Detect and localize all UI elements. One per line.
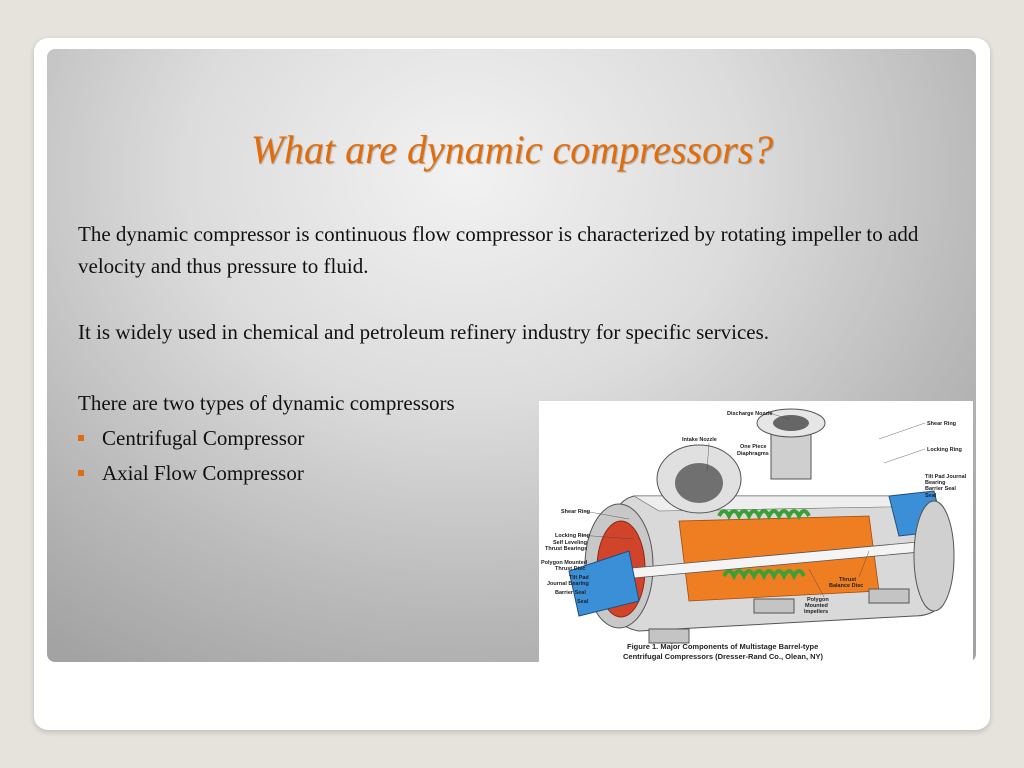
label-shear-ring: Shear Ring: [561, 509, 590, 515]
square-bullet-icon: [78, 435, 84, 442]
label-seal: Seal: [577, 599, 589, 605]
figure-caption-line2: Centrifugal Compressors (Dresser-Rand Co…: [623, 652, 824, 661]
label-barrier-seal: Barrier Seal: [925, 486, 956, 492]
label-locking-ring: Locking Ring: [927, 447, 962, 453]
label-tilt-pad: Tilt Pad: [569, 575, 589, 581]
label-locking-ring: Locking Ring: [555, 533, 590, 539]
figure-caption-line1: Figure 1. Major Components of Multistage…: [627, 642, 818, 651]
label-one-piece: One Piece: [740, 444, 767, 450]
label-thrust-bearings: Thrust Bearings: [545, 546, 587, 552]
label-journal-bearing: Journal Bearing: [547, 581, 589, 587]
label-impellers: Impellers: [804, 609, 828, 615]
label-bearing: Bearing: [925, 480, 945, 486]
label-balance-disc: Balance Disc: [829, 583, 863, 589]
paragraph-definition: The dynamic compressor is continuous flo…: [78, 222, 919, 278]
compressor-figure: Discharge Nozzle Shear Ring Intake Nozzl…: [539, 401, 973, 663]
bullet-text: Axial Flow Compressor: [102, 461, 304, 485]
label-barrier-seal: Barrier Seal: [555, 590, 586, 596]
label-thrust-disc: Thrust Disc: [555, 566, 585, 572]
figure-labels: Discharge Nozzle Shear Ring Intake Nozzl…: [541, 411, 967, 615]
bullet-item: Axial Flow Compressor: [78, 457, 304, 489]
label-thrust: Thrust: [839, 577, 856, 583]
label-polygon: Polygon: [807, 597, 829, 603]
label-diaphragms: Diaphragms: [737, 451, 769, 457]
paragraph-usage: It is widely used in chemical and petrol…: [78, 320, 770, 344]
label-shear-ring: Shear Ring: [927, 421, 956, 427]
label-intake-nozzle: Intake Nozzle: [682, 437, 717, 443]
square-bullet-icon: [78, 470, 84, 477]
label-seal: Seal: [925, 493, 937, 499]
label-discharge-nozzle: Discharge Nozzle: [727, 411, 773, 417]
paragraph-types-intro: There are two types of dynamic compresso…: [78, 391, 455, 415]
slide-title: What are dynamic compressors?: [250, 127, 774, 172]
bullet-text: Centrifugal Compressor: [102, 426, 305, 450]
label-mounted: Mounted: [805, 603, 828, 609]
label-tilt-pad-journal: Tilt Pad Journal: [925, 474, 967, 480]
label-self-leveling: Self Leveling: [553, 540, 587, 546]
bullet-item: Centrifugal Compressor: [78, 422, 304, 454]
label-polygon-mounted: Polygon Mounted: [541, 560, 587, 566]
compressor-cutaway-illustration: Discharge Nozzle Shear Ring Intake Nozzl…: [541, 408, 967, 661]
